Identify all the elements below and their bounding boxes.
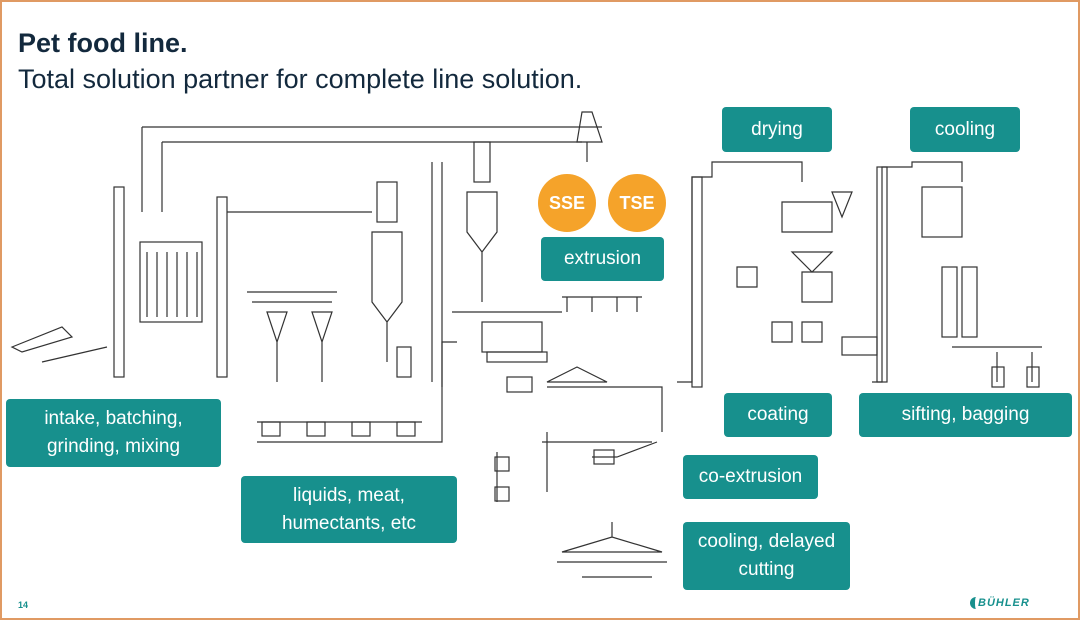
stage-drying: drying [722, 107, 832, 152]
buhler-logo: BÜHLER [970, 597, 1030, 609]
stage-cooling-delayed-cutting: cooling, delayed cutting [683, 522, 850, 590]
tse-badge: TSE [608, 174, 666, 232]
stage-co-extrusion: co-extrusion [683, 455, 818, 499]
slide-title: Pet food line. [18, 28, 188, 58]
stage-cooling: cooling [910, 107, 1020, 152]
stage-extrusion: extrusion [541, 237, 664, 281]
sse-badge: SSE [538, 174, 596, 232]
stage-intake: intake, batching, grinding, mixing [6, 399, 221, 467]
stage-sifting-bagging: sifting, bagging [859, 393, 1072, 437]
stage-coating: coating [724, 393, 832, 437]
slide-subtitle: Total solution partner for complete line… [18, 64, 583, 94]
stage-liquids: liquids, meat, humectants, etc [241, 476, 457, 543]
page-number: 14 [18, 600, 29, 610]
